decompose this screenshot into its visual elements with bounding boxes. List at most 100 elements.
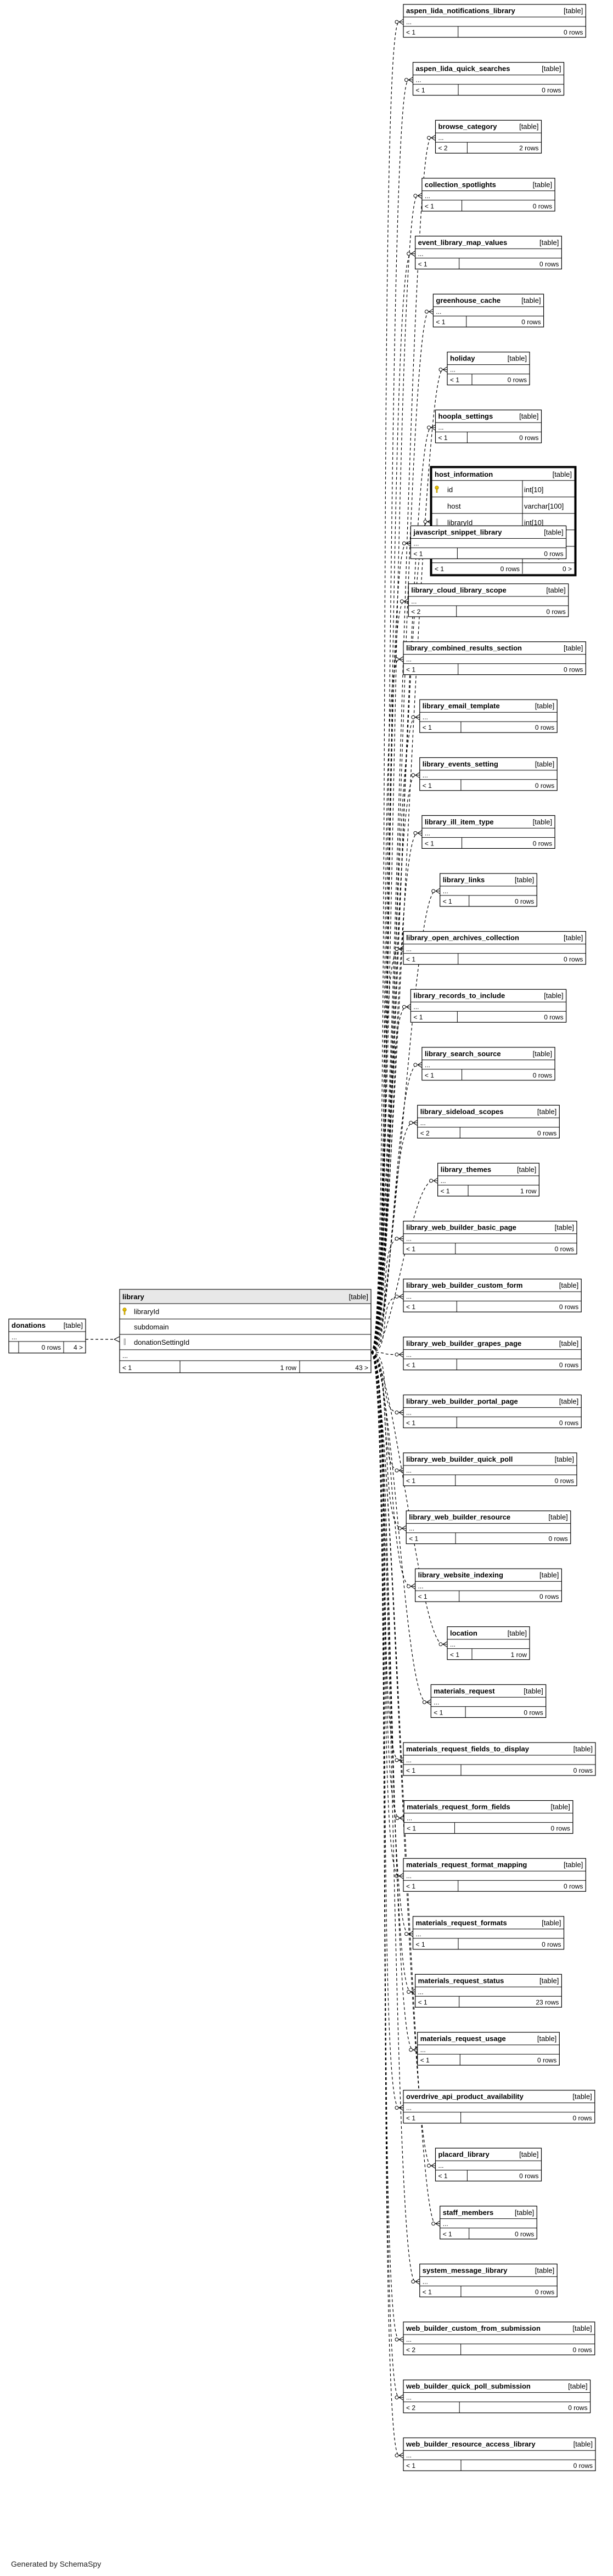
table-library-open-archives-collection[interactable]: library_open_archives_collection[table].… [403, 931, 586, 965]
relationship-line [370, 659, 400, 1353]
optional-marker [395, 2453, 399, 2457]
optional-marker [395, 1816, 400, 1820]
table-type: [table] [524, 1687, 543, 1695]
parent-count: < 1 [406, 2115, 415, 2122]
table-type: [table] [539, 238, 559, 246]
ellipsis: ... [450, 1641, 455, 1648]
table-materials-request-fields-to-display[interactable]: materials_request_fields_to_display[tabl… [403, 1742, 596, 1776]
table-type: [table] [515, 2208, 534, 2217]
optional-marker [424, 309, 429, 314]
parent-count: < 1 [434, 1709, 443, 1716]
optional-marker [402, 541, 406, 545]
table-library-cloud-library-scope[interactable]: library_cloud_library_scope[table]...< 2… [408, 583, 569, 617]
table-library-web-builder-grapes-page[interactable]: library_web_builder_grapes_page[table]..… [403, 1337, 582, 1371]
row-count: 0 rows [515, 898, 534, 905]
optional-marker [395, 1758, 399, 1762]
optional-marker [404, 1932, 408, 1936]
table-name: overdrive_api_product_availability [406, 2093, 524, 2101]
ellipsis: ... [406, 656, 412, 663]
parent-count: < 2 [406, 2346, 415, 2354]
table-materials-request-format-mapping[interactable]: materials_request_format_mapping[table].… [403, 1858, 586, 1892]
ellipsis: ... [441, 1177, 446, 1185]
table-type: [table] [521, 296, 541, 305]
table-web-builder-quick-poll-submission[interactable]: web_builder_quick_poll_submission[table]… [403, 2380, 591, 2414]
crows-foot-marker [417, 193, 423, 199]
table-name: hoopla_settings [438, 412, 493, 420]
row-count: 0 rows [573, 1767, 593, 1774]
optional-marker [413, 1063, 418, 1067]
table-library-combined-results-section[interactable]: library_combined_results_section[table].… [403, 641, 586, 675]
row-count: 0 rows [537, 1129, 556, 1137]
table-materials-request-form-fields[interactable]: materials_request_form_fields[table]...<… [403, 1800, 573, 1834]
row-count: 23 rows [536, 1998, 559, 2006]
table-name: materials_request_status [418, 1976, 504, 1985]
optional-marker [395, 1352, 399, 1357]
table-name: event_library_map_values [418, 238, 508, 246]
crows-foot-marker [398, 1293, 404, 1300]
table-library-web-builder-portal-page[interactable]: library_web_builder_portal_page[table]..… [403, 1394, 582, 1428]
row-count: 0 rows [555, 1245, 574, 1253]
table-library-web-builder-quick-poll[interactable]: library_web_builder_quick_poll[table]...… [403, 1452, 577, 1486]
table-type: [table] [64, 1321, 83, 1329]
optional-marker [402, 1005, 406, 1009]
table-name: donations [12, 1321, 46, 1329]
ellipsis: ... [425, 192, 430, 200]
table-aspen-lida-notifications-library[interactable]: aspen_lida_notifications_library[table].… [403, 4, 586, 38]
relationship-line [370, 1352, 400, 1355]
optional-marker [413, 194, 418, 198]
parent-count: < 1 [416, 87, 425, 94]
relationship-line [370, 137, 431, 1353]
column-name: libraryId [134, 1307, 159, 1316]
parent-count: < 1 [418, 1593, 428, 1600]
table-web-builder-custom-from-submission[interactable]: web_builder_custom_from_submission[table… [403, 2321, 595, 2355]
ellipsis: ... [443, 2220, 448, 2228]
optional-marker [407, 1989, 411, 1994]
table-border [403, 1800, 573, 1834]
column-type: int[10] [524, 518, 543, 527]
table-web-builder-resource-access-library[interactable]: web_builder_resource_access_library[tabl… [403, 2437, 596, 2471]
optional-marker [395, 947, 399, 951]
parent-count: < 1 [450, 1651, 459, 1659]
ellipsis: ... [438, 424, 444, 431]
table-border [414, 1568, 562, 1602]
table-border [435, 2147, 542, 2182]
table-library-web-builder-basic-page[interactable]: library_web_builder_basic_page[table]...… [403, 1221, 577, 1255]
table-border [421, 1047, 555, 1081]
row-count: 0 rows [544, 550, 563, 557]
table-overdrive-api-product-availability[interactable]: overdrive_api_product_availability[table… [403, 2090, 595, 2124]
table-border [430, 1684, 547, 1718]
optional-marker [422, 1700, 426, 1704]
table-library[interactable]: library[table]libraryIdsubdomaindonation… [119, 1289, 372, 1373]
table-library-web-builder-resource[interactable]: library_web_builder_resource[table]...< … [406, 1510, 571, 1545]
table-library-web-builder-custom-form[interactable]: library_web_builder_custom_form[table]..… [403, 1278, 582, 1312]
table-name: library_web_builder_resource [409, 1513, 510, 1521]
row-count: 0 rows [539, 260, 559, 268]
